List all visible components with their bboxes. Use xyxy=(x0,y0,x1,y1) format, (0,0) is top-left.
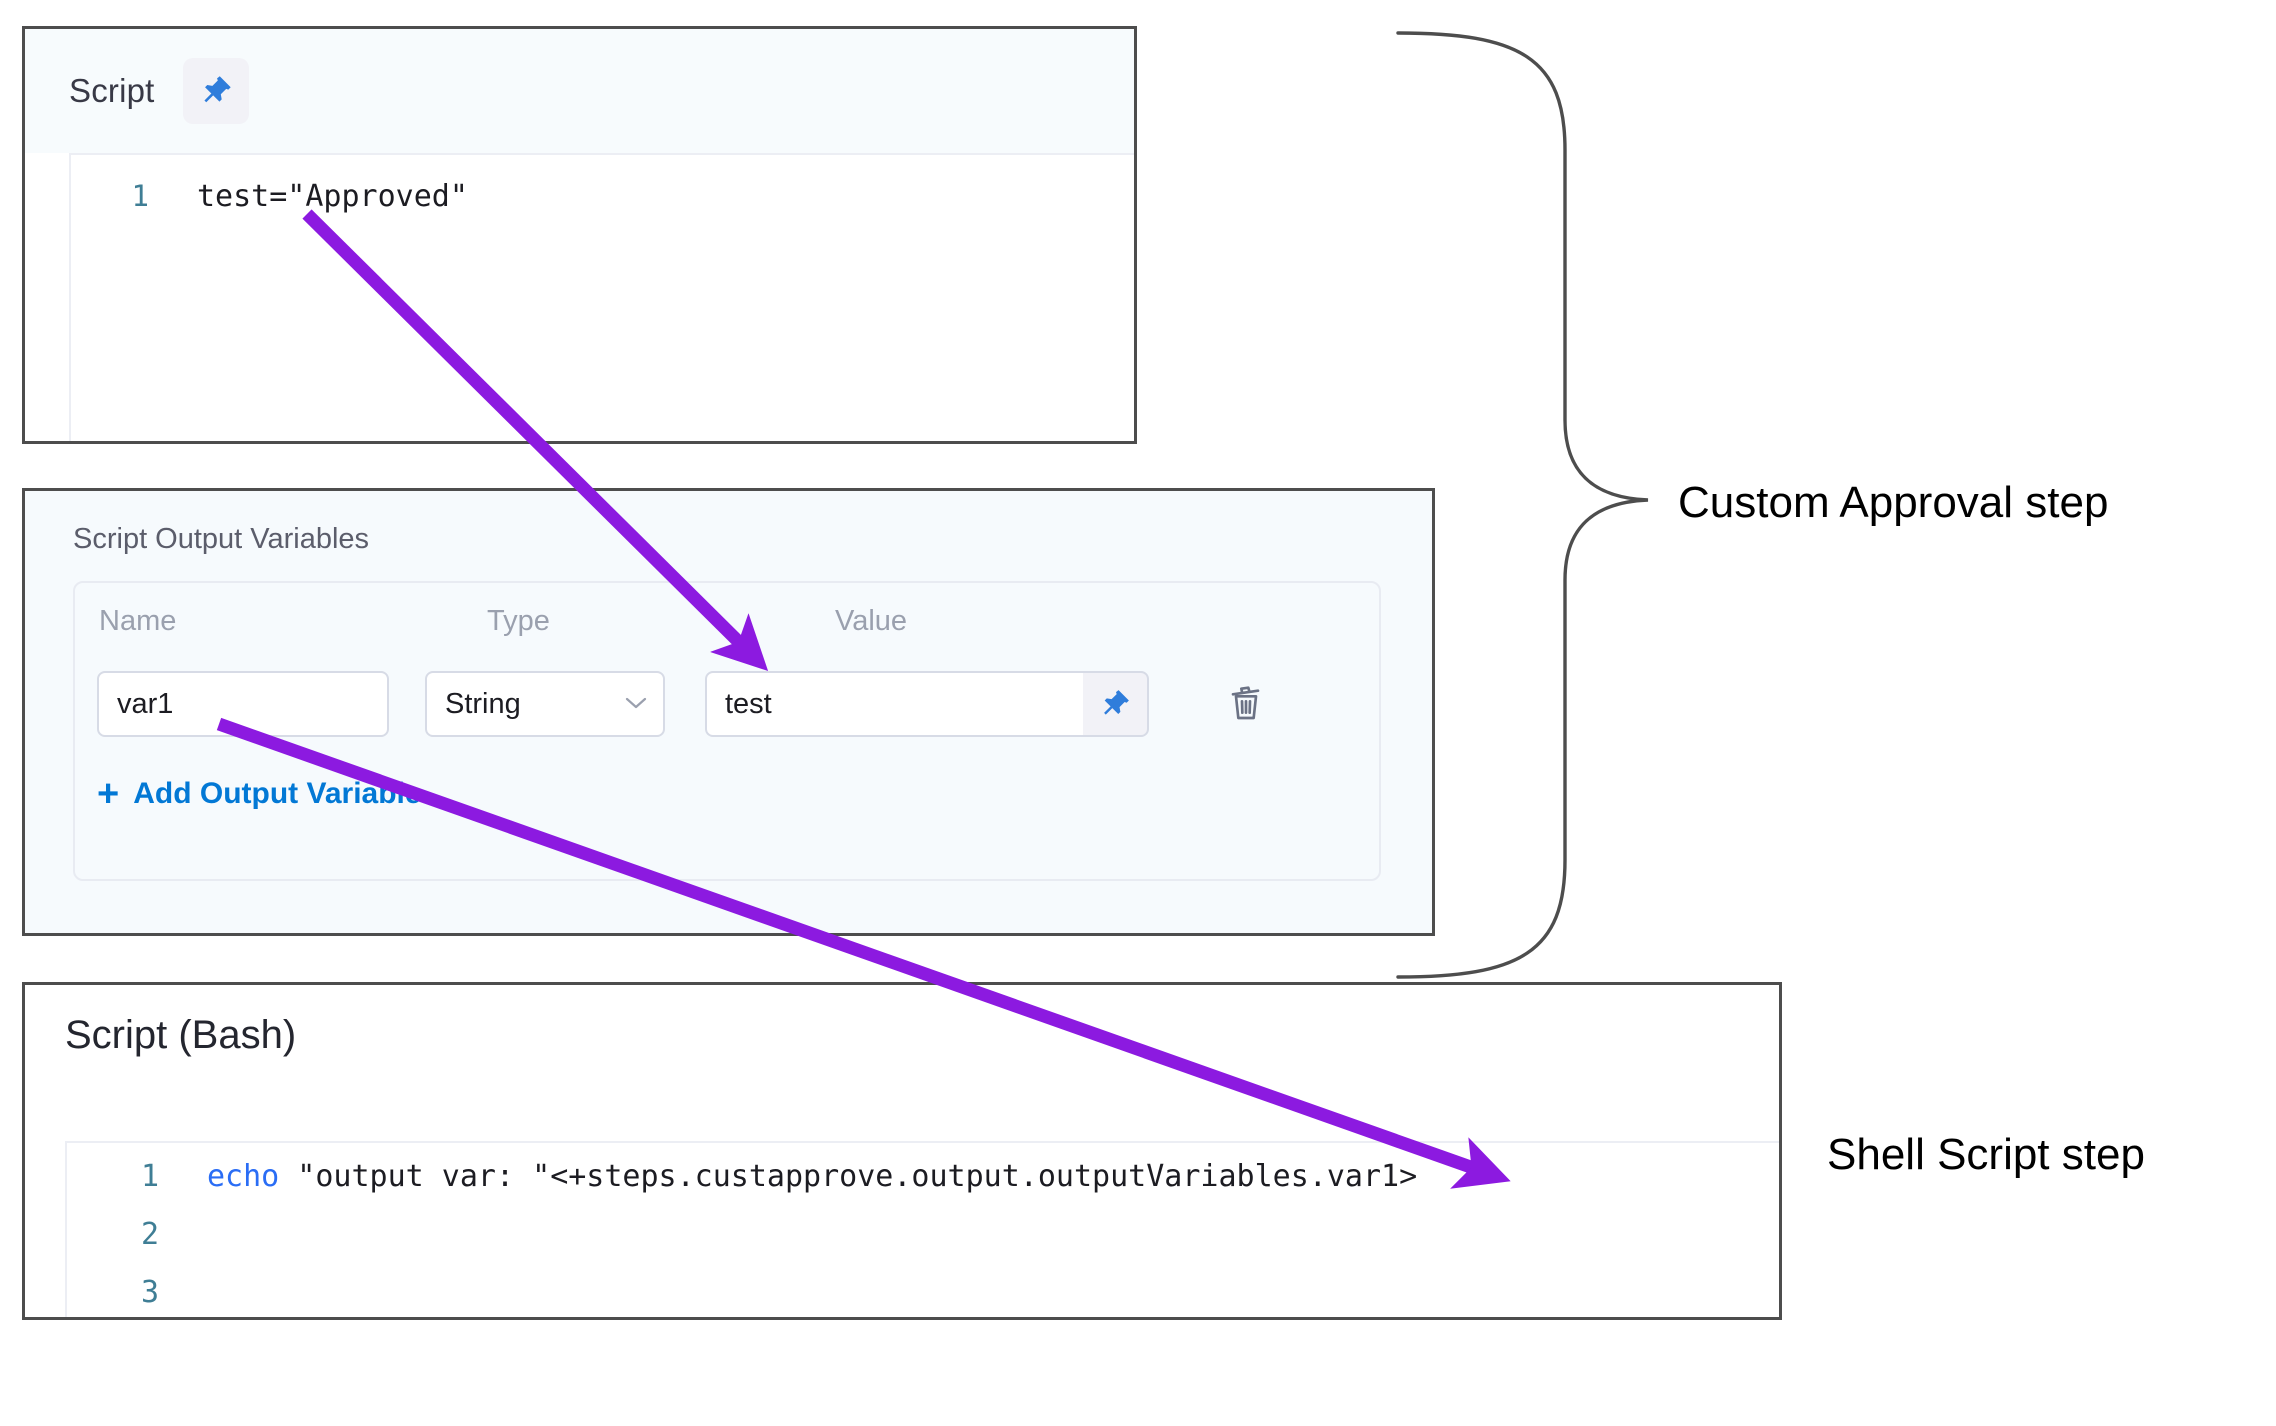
add-output-variable-label: Add Output Variable xyxy=(133,777,422,810)
code-text: test="Approved" xyxy=(197,179,468,214)
code-keyword: echo xyxy=(207,1159,280,1194)
output-variables-panel: Name Type Value var1 String test xyxy=(73,581,1381,881)
variable-name-input[interactable]: var1 xyxy=(97,671,389,737)
column-header-name: Name xyxy=(99,605,177,637)
variable-type-select[interactable]: String xyxy=(425,671,665,737)
line-number: 1 xyxy=(140,1159,159,1194)
annotation-custom-approval-step: Custom Approval step xyxy=(1678,478,2109,527)
code-line: 1 echo "output var: "<+steps.custapprove… xyxy=(67,1159,1779,1217)
output-variable-row: var1 String test xyxy=(75,671,1379,737)
script-card: Script 1 test="Approved" xyxy=(22,26,1137,444)
trash-icon[interactable] xyxy=(1215,673,1277,735)
code-line: 1 test="Approved" xyxy=(71,155,1134,231)
line-number: 3 xyxy=(140,1275,159,1310)
column-header-value: Value xyxy=(835,605,908,637)
line-number: 1 xyxy=(131,179,149,213)
variable-type-value: String xyxy=(445,687,521,720)
bash-code-editor[interactable]: 1 echo "output var: "<+steps.custapprove… xyxy=(65,1141,1779,1317)
code-text: echo "output var: "<+steps.custapprove.o… xyxy=(207,1159,1417,1194)
pin-icon[interactable] xyxy=(1083,671,1149,737)
script-card-header: Script xyxy=(25,29,1134,153)
script-output-variables-card: Script Output Variables Name Type Value … xyxy=(22,488,1435,936)
script-code-editor[interactable]: 1 test="Approved" xyxy=(69,153,1134,441)
code-line: 3 xyxy=(67,1275,1779,1333)
script-card-title: Script xyxy=(69,72,155,109)
output-variables-title: Script Output Variables xyxy=(73,523,370,555)
bash-card-title: Script (Bash) xyxy=(65,1013,297,1057)
pin-icon[interactable] xyxy=(182,58,249,124)
bash-script-card: Script (Bash) 1 echo "output var: "<+ste… xyxy=(22,982,1782,1320)
add-output-variable-button[interactable]: + Add Output Variable xyxy=(97,775,422,813)
code-line: 2 xyxy=(67,1217,1779,1275)
curly-brace-custom-approval xyxy=(1396,31,1649,979)
column-header-type: Type xyxy=(487,605,550,637)
column-headers: Name Type Value xyxy=(75,605,1379,649)
annotation-shell-script-step: Shell Script step xyxy=(1827,1130,2145,1179)
code-expression: <+steps.custapprove.output.outputVariabl… xyxy=(550,1159,1418,1194)
variable-value-input[interactable]: test xyxy=(705,671,1085,737)
plus-icon: + xyxy=(97,773,120,815)
line-number: 2 xyxy=(140,1217,159,1252)
code-string: "output var: " xyxy=(279,1159,551,1194)
chevron-down-icon xyxy=(623,692,649,716)
